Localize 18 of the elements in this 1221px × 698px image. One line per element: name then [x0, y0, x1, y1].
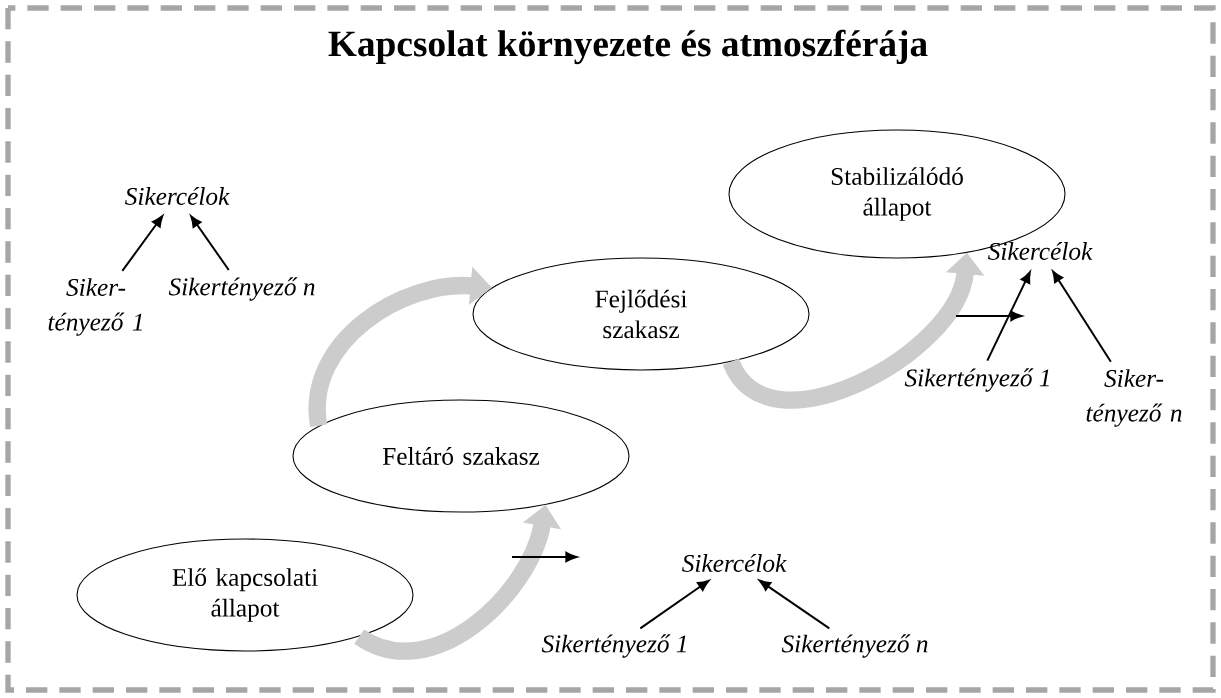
arrow [639, 579, 710, 630]
arrow [986, 271, 1031, 362]
title: Kapcsolat környezete és atmoszférája [328, 29, 928, 65]
arrow [190, 215, 230, 272]
text-label: Sikertényező 1 [541, 634, 686, 658]
ellipse-node: Fejlődési szakasz [472, 257, 810, 371]
ellipse-node: Feltáró szakasz [292, 399, 630, 513]
text-label: Siker- tényező 1 [48, 278, 142, 336]
text-label: Sikertényező n [168, 277, 315, 301]
text-label: Sikercélok [682, 554, 787, 572]
text-label: Sikertényező n [781, 634, 928, 658]
text-label: Sikercélok [125, 187, 230, 205]
arrow [121, 215, 164, 272]
arrow [1052, 270, 1112, 363]
arrow [758, 579, 831, 630]
text-label: Sikertényező 1 [904, 368, 1049, 392]
text-label: Siker- tényező n [1086, 369, 1182, 427]
ellipse-node: Elő kapcsolati állapot [76, 538, 414, 652]
